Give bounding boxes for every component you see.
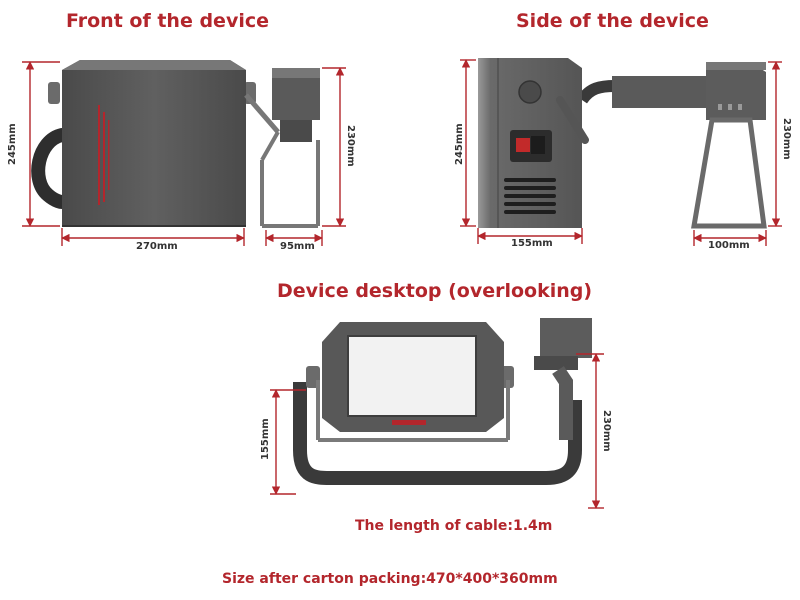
side-vent [504,178,556,214]
side-knob [518,80,542,104]
front-head-height-label: 230mm [345,125,356,167]
desktop-title: Device desktop (overlooking) [277,280,593,302]
cable-note: The length of cable:1.4m [355,518,552,534]
side-head-height-label: 230mm [781,118,792,160]
front-title: Front of the device [66,10,269,32]
packing-note: Size after carton packing:470*400*360mm [222,571,558,587]
desktop-screen [347,335,477,417]
desktop-head [540,318,592,358]
side-width-label: 155mm [511,238,553,249]
side-head [706,62,766,120]
packing-value: 470*400*360mm [426,571,558,587]
front-left-knob [48,82,60,104]
desktop-head-height-label: 230mm [601,410,612,452]
front-width-label: 270mm [136,241,178,252]
packing-label: Size after carton packing: [222,571,427,587]
front-body [62,60,246,226]
front-height-label: 245mm [7,123,18,165]
desktop-height-label: 155mm [260,418,271,460]
front-label-text [98,105,110,205]
front-view [31,60,320,228]
cable-label: The length of cable: [355,518,513,534]
front-head-width-label: 95mm [280,241,315,252]
side-head-width-label: 100mm [708,240,750,251]
desktop-view [293,318,592,485]
side-view [478,58,767,229]
side-title: Side of the device [516,10,709,32]
cable-value: 1.4m [512,518,553,534]
side-height-label: 245mm [454,123,465,165]
